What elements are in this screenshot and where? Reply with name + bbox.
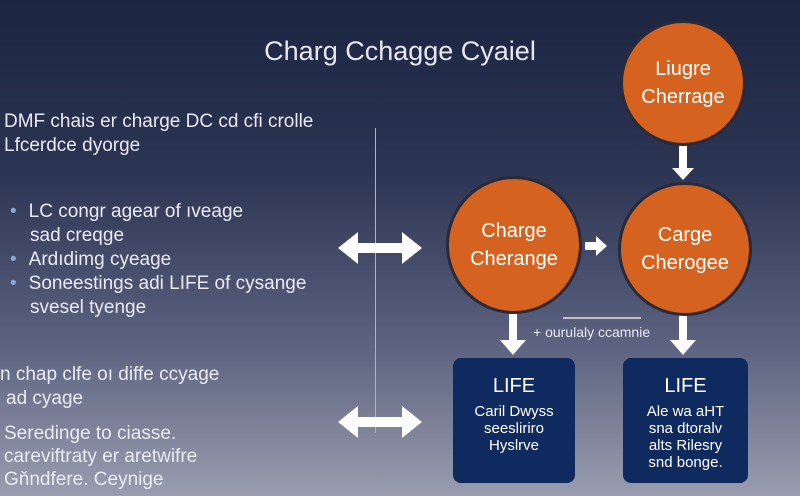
bullet-text: sad creqge <box>30 225 125 246</box>
node-label: Cherrage <box>641 86 725 108</box>
para-line: Gňndfere. Ceynige <box>4 469 164 490</box>
bullet-icon: • <box>10 201 17 222</box>
bullet-item: • Ardıdimg cyeage <box>10 248 306 272</box>
node-label: Cherogee <box>641 252 729 274</box>
divider-line <box>375 128 376 433</box>
box-line: seesliriro <box>483 420 544 437</box>
node-label: Charge <box>481 220 547 242</box>
para-line: Seredinge to ciasse. <box>4 423 177 444</box>
bullet-list: • LC congr agear of ıveage sad creqge • Ar… <box>10 200 306 320</box>
box-heading: LIFE <box>492 375 536 397</box>
bullet-text: Ardıdimg cyeage <box>28 249 172 270</box>
para-line: ad cyage <box>6 388 84 409</box>
para-line: n chap clfe oı diffe ccyage <box>0 364 220 385</box>
box-line: snd bonge. <box>648 454 723 471</box>
arrow-right-icon <box>585 236 607 256</box>
box-line: alts Rilesry <box>648 437 723 454</box>
bullet-text: LC congr agear of ıveage <box>28 201 244 222</box>
node-label: Liugre <box>655 58 711 80</box>
arrow-down-icon <box>672 140 694 180</box>
intro-line: Lfcerdce dyorge <box>4 135 141 156</box>
bullet-text: Soneestings adi LIFE of cysange <box>28 273 307 294</box>
double-arrow-icon <box>338 232 422 264</box>
para-line: careviftraty er aretwifre <box>4 446 198 467</box>
box-heading: LIFE <box>664 375 707 397</box>
life-box-left: LIFE Caril Dwyss seesliriro Hyslrve <box>453 358 575 483</box>
bullet-icon: • <box>10 273 17 294</box>
paragraph-2: n chap clfe oı diffe ccyage ad cyage <box>0 363 219 411</box>
intro-line: DMF chais er charge DC cd cfi crolle <box>4 111 314 132</box>
box-line: sna dtoralv <box>648 420 723 437</box>
node-label: Cherange <box>470 248 558 270</box>
life-box-right: LIFE Ale wa aHT sna dtoralv alts Rilesry… <box>623 358 748 483</box>
paragraph-3: Seredinge to ciasse. careviftraty er are… <box>4 422 197 491</box>
node-label: Carge <box>657 224 713 246</box>
double-arrow-icon <box>338 406 422 438</box>
arrow-down-icon <box>670 310 696 355</box>
box-line: Caril Dwyss <box>474 403 554 420</box>
diagram-title: Charg Cchagge Cyaiel <box>264 36 536 66</box>
bullet-item: • LC congr agear of ıveage <box>10 200 306 224</box>
arrow-down-icon <box>500 310 526 355</box>
bullet-item: • Soneestings adi LIFE of cysange <box>10 272 306 296</box>
bullet-text: svesel tyenge <box>30 297 147 318</box>
box-line: Ale wa aHT <box>646 403 725 420</box>
bullet-icon: • <box>10 249 17 270</box>
connector-label: + ourulaly ccamnie <box>533 324 651 340</box>
box-line: Hyslrve <box>488 437 539 454</box>
intro-text: DMF chais er charge DC cd cfi crolle Lfc… <box>0 110 313 158</box>
